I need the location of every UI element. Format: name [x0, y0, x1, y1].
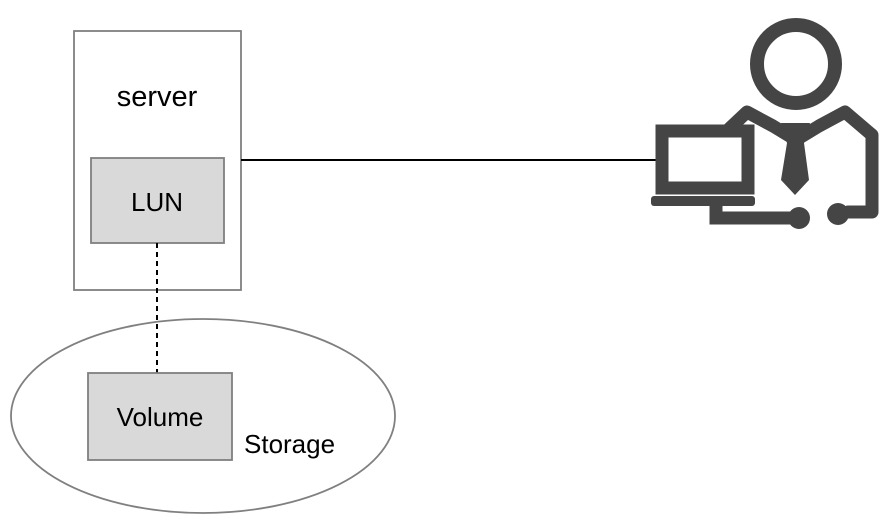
- lun-box: [90, 157, 225, 244]
- volume-box: [87, 372, 233, 461]
- storage-label: Storage: [244, 429, 335, 459]
- lun-label: LUN: [131, 187, 183, 217]
- server-label: server: [117, 81, 198, 113]
- user-with-laptop-icon: [651, 18, 879, 229]
- volume-label: Volume: [117, 402, 204, 432]
